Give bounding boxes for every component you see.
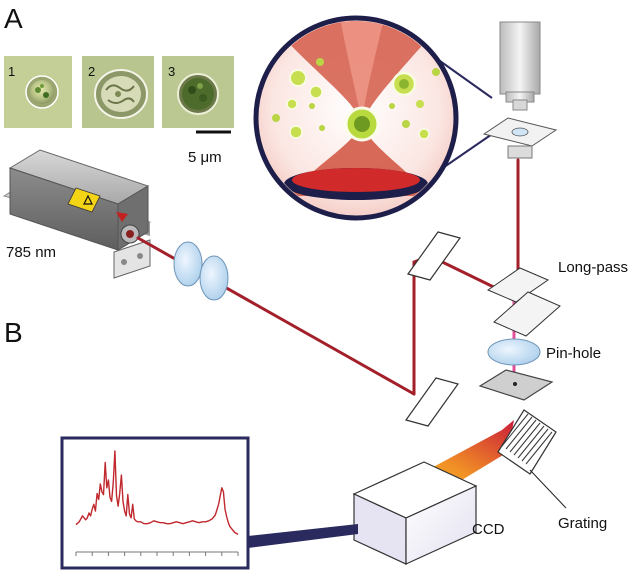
ccd-to-spectrum-connector (248, 524, 358, 548)
mirror-upper (407, 231, 461, 281)
cell-micrograph-3 (162, 56, 234, 128)
cell-label-3: 3 (168, 64, 175, 79)
spectrum-plot (75, 450, 239, 535)
sample-stage (482, 117, 558, 159)
focusing-lens (487, 338, 541, 366)
laser-wavelength-label: 785 nm (6, 244, 56, 261)
spectrum-line (75, 450, 239, 535)
mirror-lower (405, 377, 459, 427)
cells-in-focus (272, 58, 440, 142)
diffraction-grating (497, 409, 557, 475)
ccd-label: CCD (472, 521, 505, 538)
grating-leader-line (529, 469, 567, 509)
magnified-focus-view (253, 15, 499, 221)
beam-expander-lenses (173, 241, 229, 301)
panel-label-b: B (4, 317, 23, 348)
objective-lens (499, 21, 541, 111)
grating-label: Grating (558, 515, 607, 532)
laser (2, 149, 152, 279)
scale-bar-label: 5 μm (188, 149, 222, 166)
cell-label-1: 1 (8, 64, 15, 79)
long-pass-filter (486, 267, 561, 337)
long-pass-label: Long-pass (558, 259, 628, 276)
pin-hole-label: Pin-hole (546, 345, 601, 362)
cell-label-2: 2 (88, 64, 95, 79)
spectrum-x-axis (75, 551, 239, 556)
spectrum-frame (60, 436, 250, 570)
panel-label-a: A (4, 3, 23, 34)
cell-micrograph-2 (82, 56, 154, 128)
cell-micrograph-1 (4, 56, 72, 128)
ccd-detector (352, 461, 478, 565)
